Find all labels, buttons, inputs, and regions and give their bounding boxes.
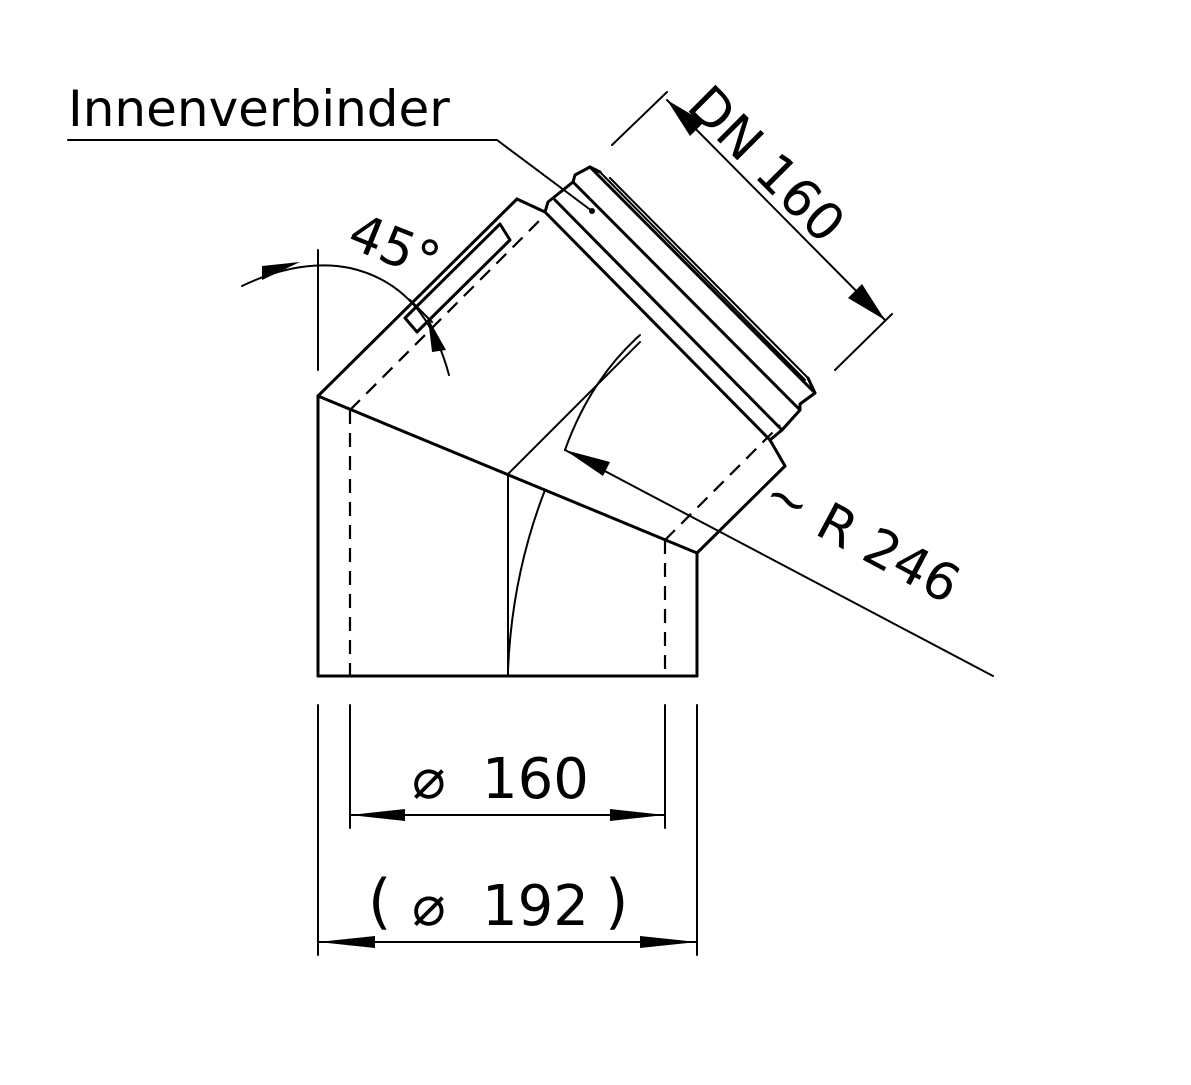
inner-diameter-value: 160 — [482, 747, 589, 812]
outer-diameter-symbol: ⌀ — [412, 874, 446, 939]
angle-dimension — [241, 249, 450, 376]
inner-diameter-symbol: ⌀ — [412, 747, 446, 812]
connector-leader — [67, 139, 595, 214]
centerline-upper — [507, 341, 641, 475]
dn-label: DN 160 — [676, 75, 856, 255]
outer-diameter-paren-open: ( — [368, 867, 391, 937]
pipe-upper-section — [316, 197, 787, 555]
pipe-lower-section — [316, 394, 699, 678]
connector-label: Innenverbinder — [68, 80, 450, 138]
outer-diameter-dimension — [317, 704, 698, 956]
inner-connector — [543, 165, 817, 442]
dn-dimension — [611, 91, 893, 371]
outer-diameter-paren-close: ) — [605, 867, 628, 937]
angle-label: 45° — [340, 202, 448, 292]
outer-diameter-value: 192 — [482, 874, 589, 939]
radius-dimension — [564, 449, 994, 677]
inner-diameter-dimension — [349, 704, 666, 829]
radius-label: ~ R 246 — [754, 464, 969, 617]
